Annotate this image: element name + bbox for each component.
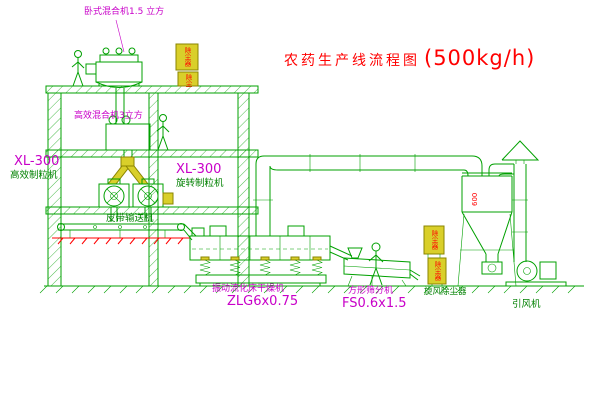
dust-collector-box-a: 除尘器 [175, 43, 199, 71]
title-text: 农药生产线流程图 [284, 53, 420, 69]
induced-draft-fan [505, 260, 567, 287]
belt-conveyor [57, 223, 197, 241]
exhaust-stack [501, 140, 540, 262]
label-cyclone: 旋风除尘器 [424, 287, 467, 297]
granulator-a [98, 178, 130, 222]
fluid-bed-dryer [189, 225, 353, 286]
top-mixer [85, 47, 143, 124]
dust-collector-box-d: 除尘器 [427, 257, 447, 286]
dust-collector-box-c: 除尘器 [423, 225, 445, 258]
label-dryer-model: ZLG6x0.75 [227, 294, 299, 309]
dust-collector-box-b: 除尘 [177, 71, 199, 88]
dust-box-d-text: 除尘器 [433, 260, 441, 282]
title-capacity: (500kg/h) [424, 46, 536, 70]
exhaust-duct [253, 154, 483, 236]
diagram-title: 农药生产线流程图 (500kg/h) [284, 46, 535, 70]
label-granulator-a-model: XL-300 [14, 154, 60, 169]
worker-figure-3 [368, 242, 384, 286]
square-sieve [343, 247, 421, 287]
worker-figure-1 [71, 50, 85, 87]
dust-box-c-text: 除尘器 [430, 229, 438, 251]
granulator-b [132, 178, 174, 222]
label-granulator-b-model: XL-300 [176, 162, 222, 177]
label-sieve-name: 方形筛分机 [348, 286, 394, 296]
dust-box-b-text: 除尘 [184, 73, 192, 88]
mid-mixer [105, 115, 151, 166]
label-fan: 引风机 [512, 299, 541, 310]
rain-cap [501, 140, 540, 164]
label-belt-conveyor: 皮带输送机 [106, 213, 154, 224]
label-granulator-b-name: 旋转制粒机 [176, 178, 224, 189]
label-dryer-name: 振动流化床干燥机 [212, 284, 285, 294]
duct-diameter-dim: 600 [471, 193, 479, 206]
label-mid-mixer: 高效混合机3立方 [74, 111, 143, 121]
label-granulator-a-name: 高效制粒机 [10, 170, 58, 181]
cyclone-separator: 600 [457, 163, 517, 287]
dust-box-a-text: 除尘器 [183, 46, 191, 68]
ground [39, 285, 584, 294]
service-platform [52, 237, 190, 245]
label-top-mixer: 卧式混合机1.5 立方 [84, 7, 165, 17]
worker-figure-2 [156, 114, 170, 151]
leader-line [115, 19, 125, 53]
label-sieve-model: FS0.6x1.5 [342, 296, 407, 311]
